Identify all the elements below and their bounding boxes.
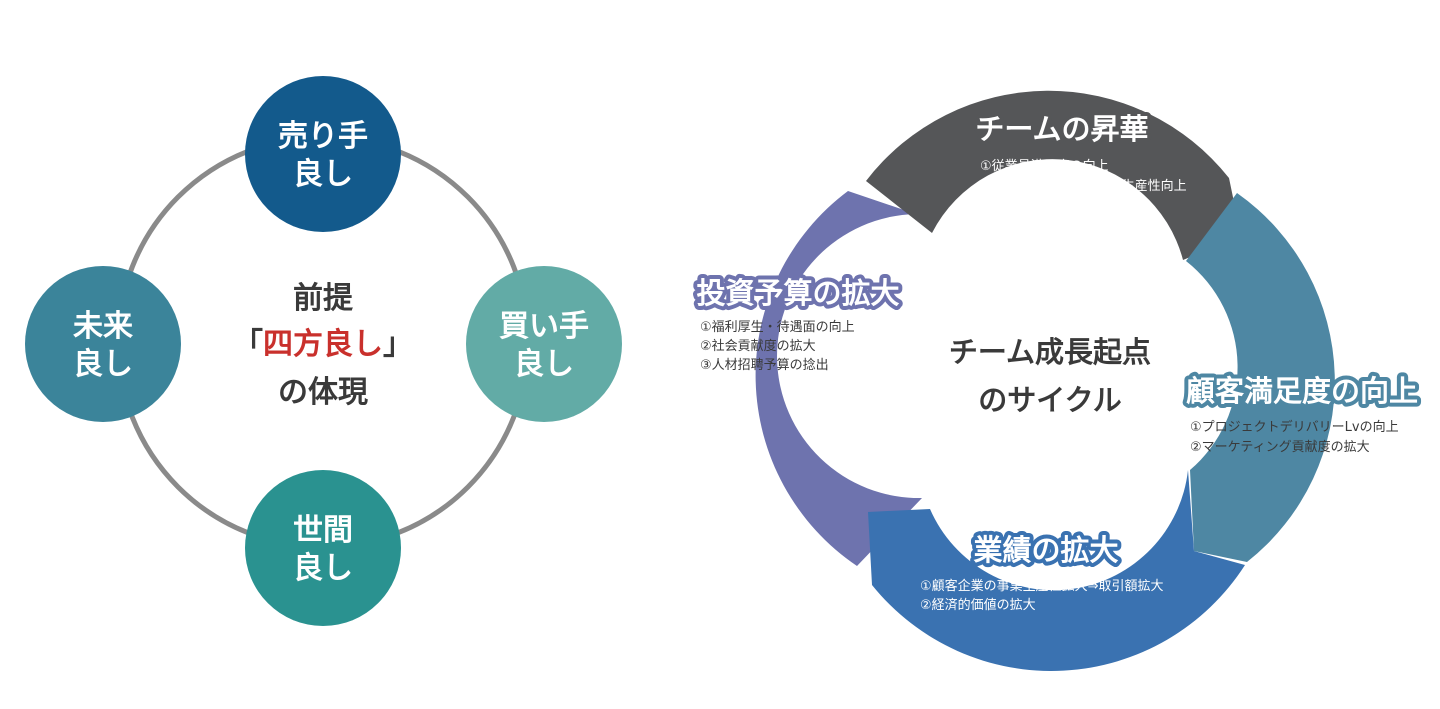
four-way-diagram: 前提 「四方良し」 の体現 売り手 良し 買い手 良し 世間 良し 未来 (25, 76, 622, 626)
node-seller: 売り手 良し (245, 76, 401, 232)
cycle-center-line-2: のサイクル (978, 383, 1122, 417)
segment-results-title-halo: 業績の拡大 (973, 533, 1118, 567)
segment-customer-item-1: ①プロジェクトデリバリーLvの向上 (1190, 419, 1399, 435)
segment-invest-title-halo: 投資予算の拡大 (696, 276, 899, 310)
center-line-3: の体現 (278, 375, 368, 410)
segment-team-title-halo: チームの昇華 (975, 112, 1148, 146)
node-society-circle (245, 470, 401, 626)
segment-results-band (868, 470, 1245, 671)
segment-customer: 顧客満足度の向上 顧客満足度の向上 ①プロジェクトデリバリーLvの向上 ②マーケ… (1182, 370, 1422, 455)
node-society-line-2: 良し (293, 551, 353, 586)
node-seller-line-2: 良し (293, 157, 353, 192)
segment-invest-band (755, 191, 922, 566)
cycle-center-line-1: チーム成長起点 (949, 335, 1151, 369)
center-accent-text: 四方良し (263, 327, 383, 362)
center-line-1: 前提 (293, 281, 354, 316)
segment-invest-item-2: ②社会貢献度の拡大 (700, 338, 816, 354)
segment-customer-title: 顧客満足度の向上 (1186, 374, 1418, 408)
node-future-line-2: 良し (73, 347, 133, 382)
node-buyer-circle (466, 266, 622, 422)
segment-invest-title: 投資予算の拡大 (696, 276, 899, 310)
node-future-line-1: 未来 (73, 309, 133, 344)
segment-team-item-2: ②個々のスキルの向上・生産性向上 (980, 178, 1187, 194)
segment-customer-title-halo: 顧客満足度の向上 (1186, 374, 1418, 408)
segment-customer-item-2: ②マーケティング貢献度の拡大 (1190, 439, 1370, 455)
node-future-circle (25, 266, 181, 422)
segment-results-item-2: ②経済的価値の拡大 (920, 597, 1036, 613)
segment-team-band (866, 90, 1241, 260)
segment-customer-band (1186, 193, 1335, 562)
node-seller-line-1: 売り手 (278, 119, 368, 154)
bracket-close: 」 (383, 327, 413, 362)
segment-results: 業績の拡大 業績の拡大 ①顧客企業の事業生産性拡大⇒取引額拡大 ②経済的価値の拡… (920, 529, 1164, 613)
segment-invest-item-3: ③人材招聘予算の捻出 (700, 358, 829, 373)
segment-team-item-1: ①従業員満足度の向上 (980, 158, 1109, 174)
node-society-line-1: 世間 (293, 513, 353, 548)
node-society: 世間 良し (245, 470, 401, 626)
center-premise: 前提 「四方良し」 の体現 (233, 281, 413, 410)
node-buyer: 買い手 良し (466, 266, 622, 422)
node-seller-circle (245, 76, 401, 232)
segment-results-title: 業績の拡大 (973, 533, 1118, 567)
growth-cycle-diagram: チーム成長起点 のサイクル チームの昇華 チームの昇華 ①従業員満足度の向上 ②… (692, 90, 1422, 671)
bracket-open: 「 (233, 327, 263, 362)
node-buyer-line-2: 良し (514, 347, 574, 382)
segment-invest-item-1: ①福利厚生・待遇面の向上 (700, 319, 855, 335)
segment-invest: 投資予算の拡大 投資予算の拡大 ①福利厚生・待遇面の向上 ②社会貢献度の拡大 ③… (692, 272, 903, 373)
segment-team-title: チームの昇華 (975, 112, 1148, 146)
node-buyer-line-1: 買い手 (499, 309, 589, 344)
segment-results-item-1: ①顧客企業の事業生産性拡大⇒取引額拡大 (920, 578, 1164, 594)
node-future: 未来 良し (25, 266, 181, 422)
segment-team: チームの昇華 チームの昇華 ①従業員満足度の向上 ②個々のスキルの向上・生産性向… (971, 108, 1187, 194)
center-line-2: 「四方良し」 (233, 327, 413, 362)
